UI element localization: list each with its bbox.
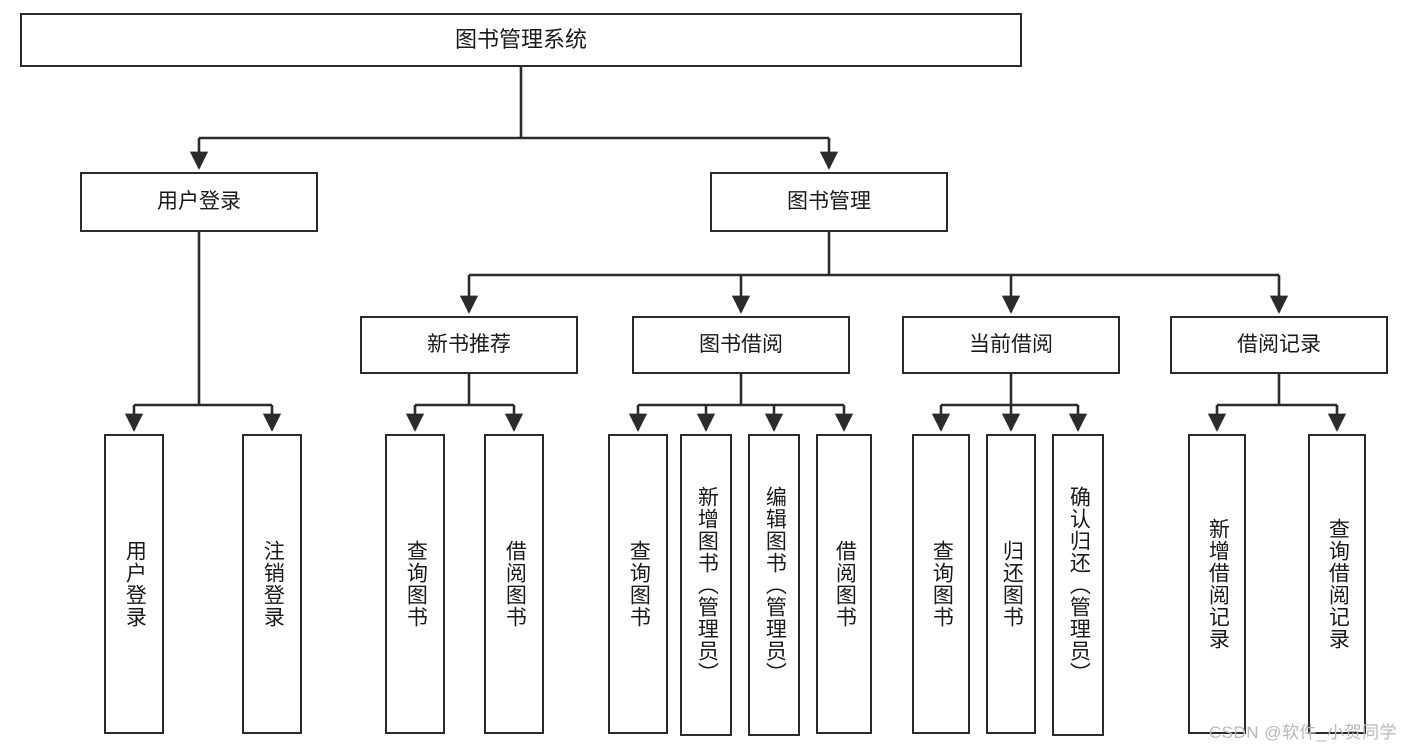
node-label: 查询图书	[404, 540, 428, 628]
node-label: 图书借阅	[699, 332, 783, 356]
node-level3-2[interactable]: 当前借阅	[902, 316, 1120, 374]
node-label: 借阅图书	[833, 540, 857, 628]
node-leaf-7[interactable]: 借阅图书	[816, 434, 872, 734]
node-label: 借阅记录	[1237, 332, 1321, 356]
node-leaf-1[interactable]: 注销登录	[242, 434, 302, 734]
node-label: 新增借阅记录	[1206, 518, 1230, 650]
node-level3-3[interactable]: 借阅记录	[1170, 316, 1388, 374]
node-leaf-2[interactable]: 查询图书	[385, 434, 445, 734]
node-leaf-4[interactable]: 查询图书	[608, 434, 668, 734]
node-level3-1[interactable]: 图书借阅	[632, 316, 850, 374]
node-label: 借阅图书	[503, 540, 527, 628]
node-leaf-6[interactable]: 编辑图书（管理员）	[748, 434, 800, 736]
node-leaf-11[interactable]: 新增借阅记录	[1188, 434, 1246, 734]
node-label: 用户登录	[123, 540, 147, 628]
node-label: 当前借阅	[969, 332, 1053, 356]
node-label: 编辑图书（管理员）	[763, 486, 787, 684]
node-label: 用户登录	[157, 189, 241, 213]
node-level2-0[interactable]: 用户登录	[80, 172, 318, 232]
node-label: 查询借阅记录	[1326, 518, 1350, 650]
node-leaf-0[interactable]: 用户登录	[104, 434, 164, 734]
node-label: 新增图书（管理员）	[695, 486, 719, 684]
node-level2-1[interactable]: 图书管理	[710, 172, 948, 232]
node-label: 图书管理系统	[454, 27, 587, 53]
node-label: 查询图书	[627, 540, 651, 628]
node-root[interactable]: 图书管理系统	[20, 13, 1022, 67]
node-leaf-9[interactable]: 归还图书	[986, 434, 1036, 734]
node-leaf-3[interactable]: 借阅图书	[484, 434, 544, 734]
watermark: CSDN @软件_小贺同学	[1208, 723, 1397, 742]
node-level3-0[interactable]: 新书推荐	[360, 316, 578, 374]
node-label: 查询图书	[930, 540, 954, 628]
node-label: 新书推荐	[427, 332, 511, 356]
node-leaf-10[interactable]: 确认归还（管理员）	[1052, 434, 1104, 736]
node-leaf-12[interactable]: 查询借阅记录	[1308, 434, 1366, 734]
node-label: 图书管理	[787, 189, 871, 213]
node-label: 归还图书	[1000, 540, 1024, 628]
node-leaf-8[interactable]: 查询图书	[912, 434, 970, 734]
node-label: 确认归还（管理员）	[1067, 486, 1091, 684]
node-leaf-5[interactable]: 新增图书（管理员）	[680, 434, 732, 736]
node-label: 注销登录	[261, 540, 285, 628]
